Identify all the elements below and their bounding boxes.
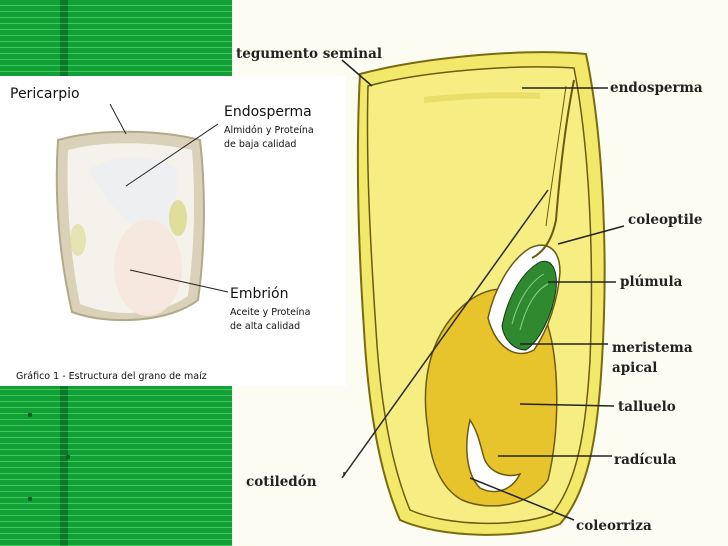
label-endosperma-desc-1: Almidón y Proteína xyxy=(224,125,314,136)
seed-cross-section xyxy=(341,51,606,536)
label-endosperma-photo: Endosperma xyxy=(224,104,312,120)
maize-kernel-photo xyxy=(55,103,229,322)
label-pericarpio: Pericarpio xyxy=(10,86,80,102)
photo-caption: Gráfico 1 - Estructura del grano de maíz xyxy=(16,371,207,382)
label-embrion-desc-1: Aceite y Proteína xyxy=(230,307,311,318)
label-coleorriza: coleorriza xyxy=(576,518,652,534)
label-talluelo: talluelo xyxy=(618,399,676,415)
label-endosperma: endosperma xyxy=(610,80,703,96)
diagram-leader-lines xyxy=(341,59,625,521)
bullet-marker xyxy=(28,497,32,501)
label-plumula: plúmula xyxy=(620,274,683,290)
label-coleoptile: coleoptile xyxy=(628,212,702,228)
label-radicula: radícula xyxy=(614,452,677,468)
label-tegumento-seminal: tegumento seminal xyxy=(236,46,382,62)
label-embrion-desc-2: de alta calidad xyxy=(230,321,301,332)
label-apical: apical xyxy=(612,360,657,376)
label-cotiledon: cotiledón xyxy=(246,474,317,490)
label-embrion: Embrión xyxy=(230,286,289,302)
label-meristema: meristema xyxy=(612,340,693,356)
bullet-marker xyxy=(28,413,32,417)
bullet-marker xyxy=(66,455,70,459)
label-endosperma-desc-2: de baja calidad xyxy=(224,139,297,150)
